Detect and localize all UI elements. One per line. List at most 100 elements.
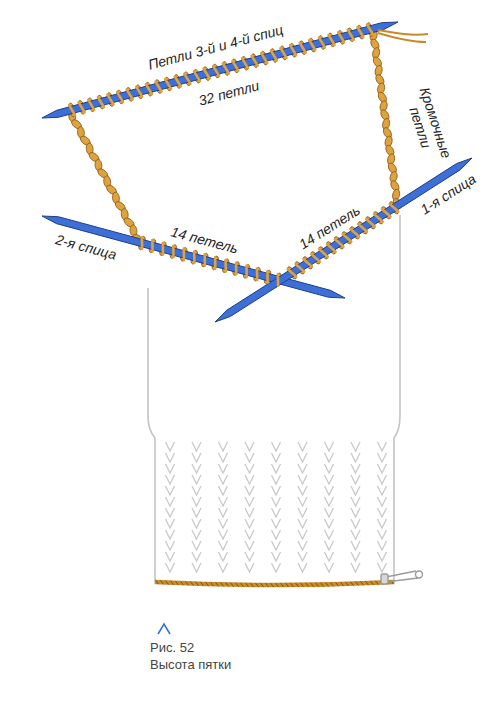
- rib-stitch: [219, 486, 228, 495]
- stitch-strand: [146, 83, 152, 94]
- rib-stitch: [325, 541, 334, 550]
- rib-stitch: [245, 530, 254, 539]
- cast-on-twist: [331, 582, 334, 586]
- cast-on-twist: [286, 583, 289, 587]
- stitch-strand: [343, 232, 352, 243]
- pin-head: [381, 574, 388, 584]
- rib-stitch: [219, 475, 228, 484]
- cast-on-twist: [326, 582, 329, 586]
- stitch-strand: [300, 42, 306, 53]
- stitch-strand: [184, 73, 190, 84]
- knitting-needle: [215, 158, 472, 322]
- stitch-strand: [127, 89, 133, 100]
- cast-on-twist: [306, 583, 309, 587]
- rib-stitch: [351, 442, 360, 451]
- stitch-strand: [390, 202, 399, 213]
- rib-stitch: [378, 519, 387, 528]
- cast-on-twist: [266, 583, 269, 587]
- rib-stitch: [325, 475, 334, 484]
- rib-stitch: [325, 508, 334, 517]
- stitch-strand: [319, 37, 325, 48]
- rib-stitch: [378, 563, 387, 572]
- rib-stitch: [351, 552, 360, 561]
- cast-on-twist: [221, 582, 224, 586]
- rib-stitch: [378, 464, 387, 473]
- rib-stitch: [192, 541, 201, 550]
- rib-stitch: [378, 552, 387, 561]
- stitch-strand: [232, 60, 238, 71]
- stitch-strand: [212, 257, 218, 268]
- rib-stitch: [272, 519, 281, 528]
- stitch-strand: [296, 262, 305, 273]
- stitch-strand: [223, 63, 229, 74]
- rib-stitch: [192, 475, 201, 484]
- rib-stitch: [166, 486, 175, 495]
- rib-stitch: [298, 530, 307, 539]
- stitch-strand: [288, 267, 297, 278]
- rib-stitch: [351, 541, 360, 550]
- rib-stitch: [351, 497, 360, 506]
- part-label: 2-я спица: [54, 231, 118, 263]
- rib-stitch: [272, 486, 281, 495]
- rib-stitch: [245, 475, 254, 484]
- rib-stitch: [219, 519, 228, 528]
- stitch-strand: [261, 52, 267, 63]
- stitch-strand: [233, 263, 239, 274]
- rib-stitch: [325, 464, 334, 473]
- stitch-strand: [357, 26, 363, 37]
- part-label: 1-я спица: [417, 170, 478, 217]
- rib-stitch: [192, 508, 201, 517]
- rib-stitch: [325, 563, 334, 572]
- stitch-strand: [181, 249, 187, 260]
- stitch-strand: [79, 102, 85, 113]
- stitch-strand: [98, 96, 104, 107]
- stitch-strand: [367, 24, 373, 35]
- stitch-strand: [107, 94, 113, 105]
- stitch-strand: [139, 237, 145, 248]
- rib-stitch: [192, 486, 201, 495]
- rib-stitch: [166, 530, 175, 539]
- stitch-strand: [335, 237, 344, 248]
- rib-stitch: [272, 552, 281, 561]
- cast-on-twist: [216, 582, 219, 586]
- rib-stitch: [192, 519, 201, 528]
- part-label: Петли 3-й и 4-й спиц: [147, 21, 286, 73]
- rib-stitch: [298, 563, 307, 572]
- stitch-strand: [374, 212, 383, 223]
- rib-stitch: [166, 552, 175, 561]
- stitch-strand: [252, 55, 258, 66]
- rib-stitch: [325, 497, 334, 506]
- rib-stitch: [298, 442, 307, 451]
- stitch-strand: [309, 39, 315, 50]
- cast-on-twist: [341, 582, 344, 586]
- rib-stitch: [378, 486, 387, 495]
- rib-stitch: [378, 453, 387, 462]
- cast-on-twist: [301, 583, 304, 587]
- rib-stitch: [272, 475, 281, 484]
- rib-stitch: [351, 486, 360, 495]
- stitch-strand: [265, 271, 271, 282]
- rib-stitch: [378, 541, 387, 550]
- stitch-strand: [338, 32, 344, 43]
- rib-stitch: [325, 530, 334, 539]
- cast-on-twist: [231, 583, 234, 587]
- cast-on-twist: [316, 583, 319, 587]
- rib-stitch: [272, 442, 281, 451]
- cast-on-twist: [251, 583, 254, 587]
- cast-on-twist: [361, 581, 364, 585]
- rib-stitch: [192, 497, 201, 506]
- rib-stitch: [325, 519, 334, 528]
- stitch-strand: [136, 86, 142, 97]
- stitch-strand: [311, 252, 320, 263]
- cast-on-twist: [311, 583, 314, 587]
- stitch-strand: [350, 227, 359, 238]
- stitch-strand: [204, 68, 210, 79]
- rib-stitch: [272, 530, 281, 539]
- stitch-strand: [327, 242, 336, 253]
- stitch-strand: [382, 207, 391, 218]
- rib-stitch: [166, 497, 175, 506]
- ribbing: [166, 442, 387, 572]
- rib-stitch: [351, 464, 360, 473]
- rib-stitch: [378, 442, 387, 451]
